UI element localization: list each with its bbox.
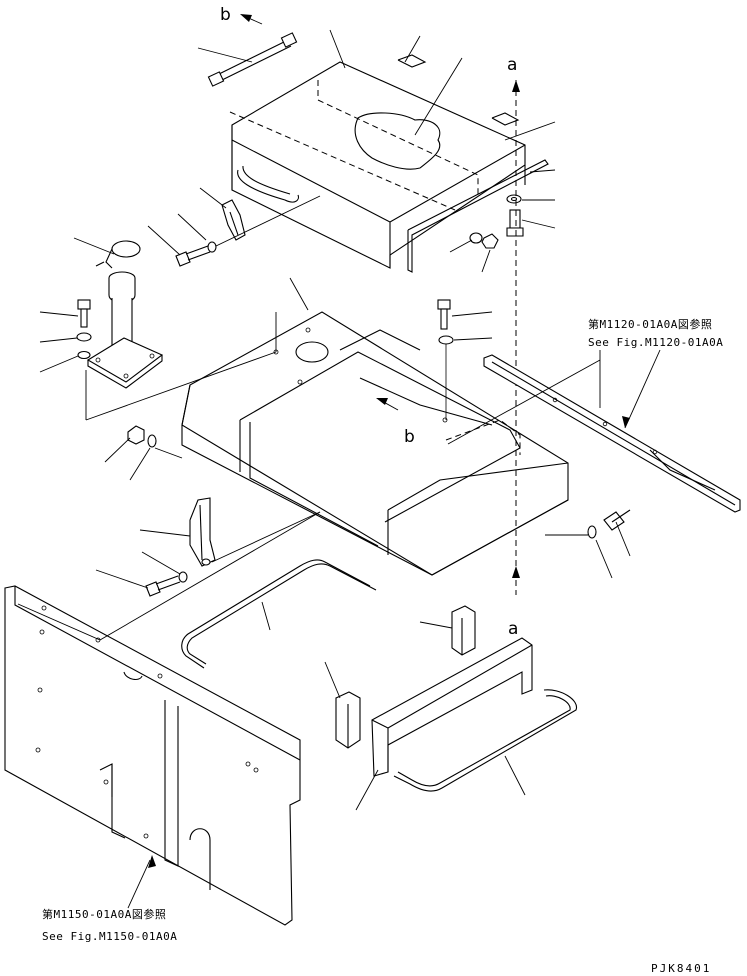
neck-fasteners (76, 299, 92, 360)
leader-lines (17, 14, 661, 909)
view-arrow-a-label: a (507, 55, 517, 75)
upper-right-fasteners (469, 194, 524, 249)
top-cover (229, 54, 549, 273)
lower-seal (393, 689, 577, 792)
right-bolt (587, 509, 631, 539)
view-arrow-a-bottom-label: a (508, 619, 518, 639)
stay-rod (207, 32, 298, 87)
main-cover (181, 311, 569, 576)
ref-m1150-jp: 第M1150-01A0A図参照 (42, 907, 166, 921)
ref-m1150-en: See Fig.M1150-01A0A (42, 930, 177, 943)
filler-neck (86, 240, 164, 389)
side-rail (483, 354, 741, 513)
seal-frame (181, 559, 377, 669)
view-arrow-b-mid-label: b (404, 427, 415, 447)
pad-lower (335, 691, 361, 749)
drawing-code: PJK8401 (651, 962, 711, 975)
pad-upper (451, 605, 476, 656)
ref-m1120-jp: 第M1120-01A0A図参照 (588, 317, 712, 331)
lower-bracket (371, 637, 533, 777)
upper-latch (221, 199, 246, 241)
left-nut-washer (127, 425, 157, 448)
view-arrow-b-label: b (220, 5, 231, 25)
upper-bolt (175, 241, 217, 267)
lower-bolt (145, 571, 188, 597)
ref-m1120-en: See Fig.M1120-01A0A (588, 336, 723, 349)
hidden-line-cover (445, 419, 521, 455)
side-panel (4, 585, 301, 926)
mid-bolt (437, 299, 454, 420)
lower-latch (189, 497, 216, 567)
